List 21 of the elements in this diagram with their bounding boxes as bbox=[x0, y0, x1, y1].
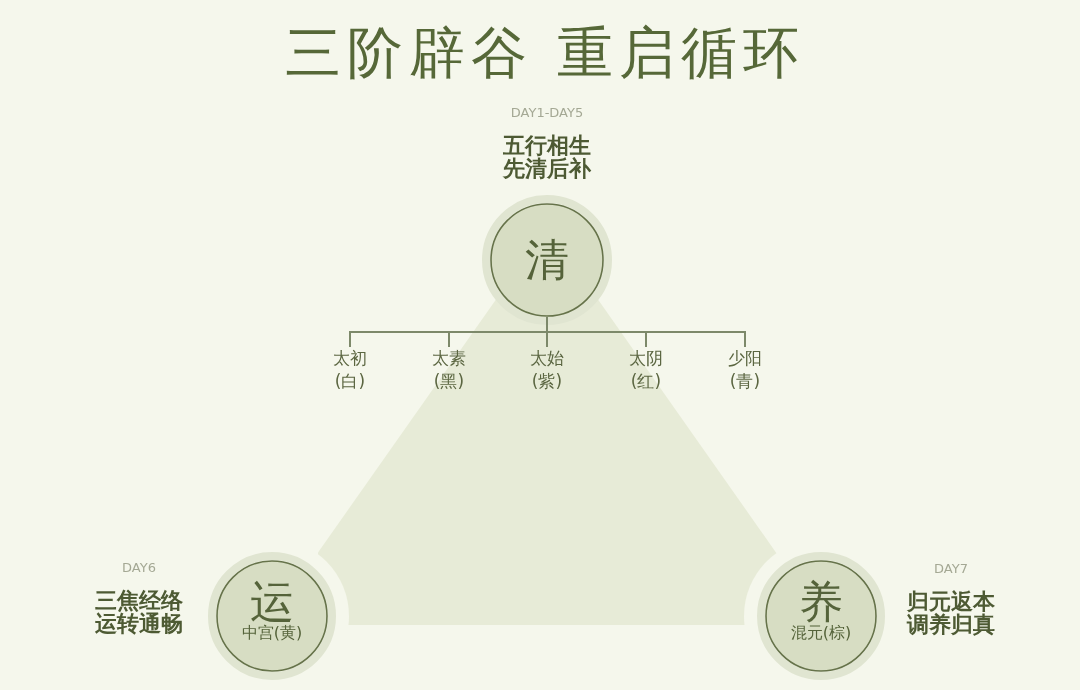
circle-caption: 中宫(黄) bbox=[241, 625, 303, 641]
connector-line bbox=[546, 316, 746, 348]
branch-label: 少阳(青) bbox=[725, 347, 765, 393]
day-label: DAY7 bbox=[934, 561, 968, 575]
branch-label: 太初(白) bbox=[330, 347, 370, 393]
title: 三阶辟谷 重启循环 bbox=[285, 25, 805, 81]
circle-caption: 混元(棕) bbox=[790, 625, 852, 641]
circle-character: 运 bbox=[250, 580, 294, 624]
branch-label: 太素(黑) bbox=[429, 347, 469, 393]
day-label: DAY1-DAY5 bbox=[510, 105, 584, 119]
stage-description: 三焦经络运转通畅 bbox=[94, 588, 184, 635]
stage-circle bbox=[490, 203, 604, 317]
branch-label: 太始(紫) bbox=[527, 347, 567, 393]
day-label: DAY6 bbox=[122, 560, 156, 574]
circle-character: 清 bbox=[525, 238, 569, 282]
stage-circle bbox=[765, 560, 877, 672]
stage-description: 五行相生先清后补 bbox=[502, 133, 592, 180]
branch-label: 太阴(红) bbox=[626, 347, 666, 393]
circle-character: 养 bbox=[799, 580, 843, 624]
stage-description: 归元返本调养归真 bbox=[906, 590, 996, 636]
stage-circle bbox=[216, 560, 328, 672]
